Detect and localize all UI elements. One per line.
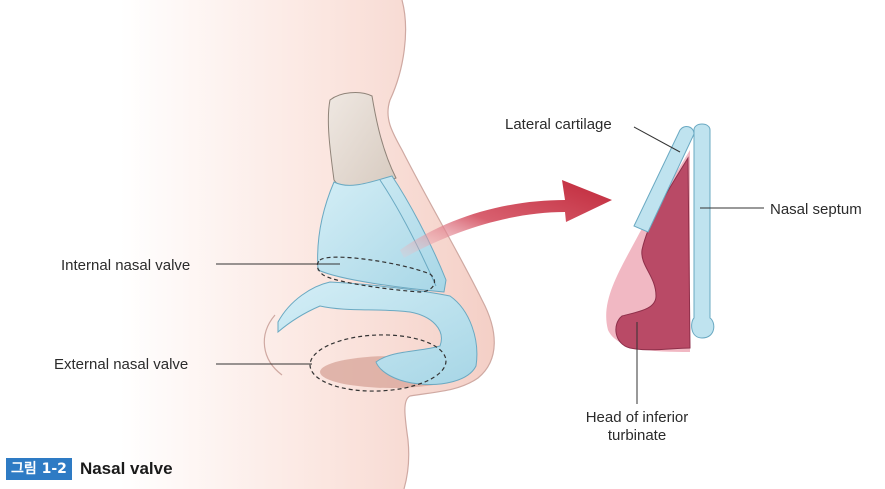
- figure-caption: 그림 1-2 Nasal valve: [6, 457, 173, 481]
- label-internal-nasal-valve: Internal nasal valve: [61, 257, 191, 274]
- leader-lateral-cartilage: [633, 126, 681, 153]
- face-profile: [120, 0, 495, 489]
- nasal-bone: [327, 92, 397, 197]
- label-external-nasal-valve: External nasal valve: [54, 356, 189, 373]
- upper-lateral-cartilage: [317, 175, 447, 293]
- nasal-septum-shape: [691, 123, 715, 339]
- figure-title: Nasal valve: [79, 459, 173, 478]
- label-nasal-septum: Nasal septum: [770, 201, 862, 218]
- direction-arrow: [400, 180, 612, 258]
- internal-valve-outline: [316, 256, 435, 293]
- lower-lateral-cartilage: [277, 281, 478, 385]
- label-head-of-inferior-turbinate: Head of inferior turbinate: [572, 409, 702, 445]
- figure-number-tag: 그림 1-2: [6, 458, 72, 480]
- label-turbinate-line1: Head of inferior: [585, 409, 689, 426]
- label-turbinate-line2: turbinate: [607, 427, 667, 444]
- external-valve-outline: [309, 334, 447, 392]
- label-lateral-cartilage: Lateral cartilage: [505, 116, 612, 133]
